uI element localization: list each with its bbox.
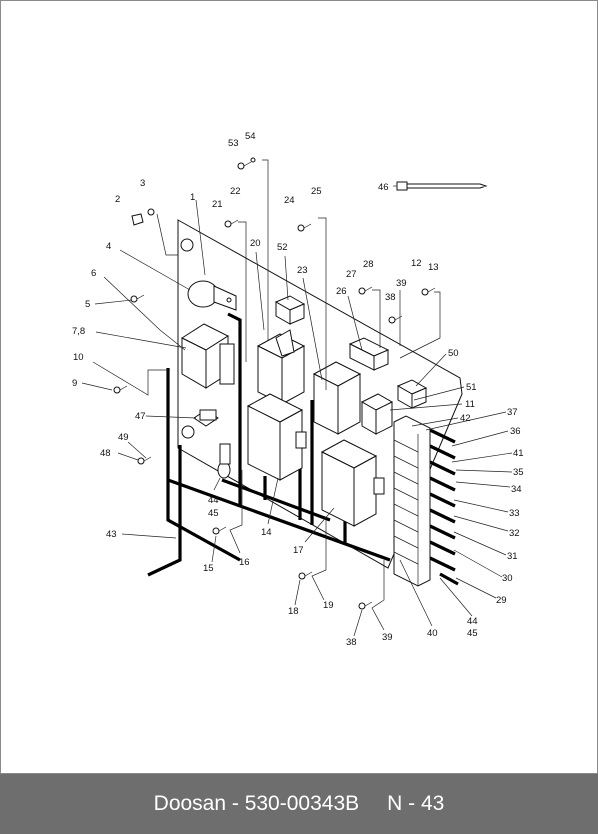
callout-1: 1 [190,192,195,203]
callout-45-left: 45 [208,508,219,519]
callout-37: 37 [507,407,518,418]
small-block-52 [274,295,306,325]
callout-28: 28 [363,259,374,270]
parts-diagram: 53 54 3 2 1 22 21 25 24 46 4 20 52 23 28… [72,131,524,648]
terminal-strip [393,415,431,587]
callout-51: 51 [466,382,477,393]
relay-11 [360,393,394,435]
footer-page-number: N - 43 [387,792,445,815]
callout-26: 26 [336,286,347,297]
callout-30: 30 [502,573,513,584]
cable-tie [396,181,488,191]
screws [113,157,436,610]
wiring-harness [147,312,459,586]
relay-block [180,323,235,389]
box-14 [246,393,307,481]
callout-38-bottom: 38 [346,637,357,648]
callout-54: 54 [245,131,256,142]
callout-5: 5 [85,299,90,310]
callout-46: 46 [378,182,389,193]
callout-13: 13 [428,262,439,273]
callout-24: 24 [284,195,295,206]
callout-23: 23 [297,265,308,276]
callout-18: 18 [288,606,299,617]
callout-3: 3 [140,178,145,189]
footer-bar: Doosan - 530-00343B N - 43 [0,774,598,834]
relay-20 [256,329,306,405]
callout-31: 31 [507,551,518,562]
callout-38-top: 38 [385,292,396,303]
callout-40: 40 [427,628,438,639]
terminal-47 [193,409,219,427]
callout-42: 42 [460,413,471,424]
callout-32: 32 [509,528,520,539]
callout-7-8: 7,8 [72,326,85,337]
callout-39-bottom: 39 [382,632,393,643]
relay-23 [312,361,362,435]
callout-48: 48 [100,448,111,459]
callout-6: 6 [91,268,96,279]
callout-19: 19 [323,600,334,611]
device-26 [348,337,390,371]
callout-11: 11 [465,399,475,410]
callout-labels: 53 54 3 2 1 22 21 25 24 46 4 20 52 23 28… [72,131,524,648]
callout-34: 34 [511,484,522,495]
plate-hole [181,425,195,439]
callout-44-right: 44 [467,616,478,627]
box-17 [320,439,385,527]
callout-44-left: 44 [208,495,219,506]
callout-21: 21 [212,199,223,210]
callout-47: 47 [135,411,146,422]
round-device [187,280,237,311]
callout-41: 41 [513,448,524,459]
callout-16: 16 [239,557,250,568]
leader-lines [81,159,513,637]
ground-clamp [217,443,231,479]
callout-12: 12 [411,258,422,269]
callout-36: 36 [510,426,521,437]
callout-9: 9 [72,378,77,389]
callout-22: 22 [230,186,241,197]
callout-35: 35 [513,467,524,478]
callout-39-top: 39 [396,278,407,289]
callout-27: 27 [346,269,357,280]
callout-25: 25 [311,186,322,197]
callout-17: 17 [293,545,304,556]
callout-2: 2 [115,194,120,205]
connector-50 [396,379,428,409]
callout-52: 52 [277,242,288,253]
callout-43: 43 [106,529,117,540]
callout-29: 29 [496,595,507,606]
callout-45-right: 45 [467,628,478,639]
callout-53: 53 [228,138,239,149]
callout-33: 33 [509,508,520,519]
footer-manufacturer: Doosan - 530-00343B [153,792,360,815]
callout-10: 10 [73,352,84,363]
callout-4: 4 [106,241,111,252]
callout-15: 15 [203,563,214,574]
callout-50: 50 [448,348,459,359]
callout-20: 20 [250,238,261,249]
callout-14: 14 [261,527,272,538]
plate-hole [180,238,194,252]
callout-49: 49 [118,432,129,443]
